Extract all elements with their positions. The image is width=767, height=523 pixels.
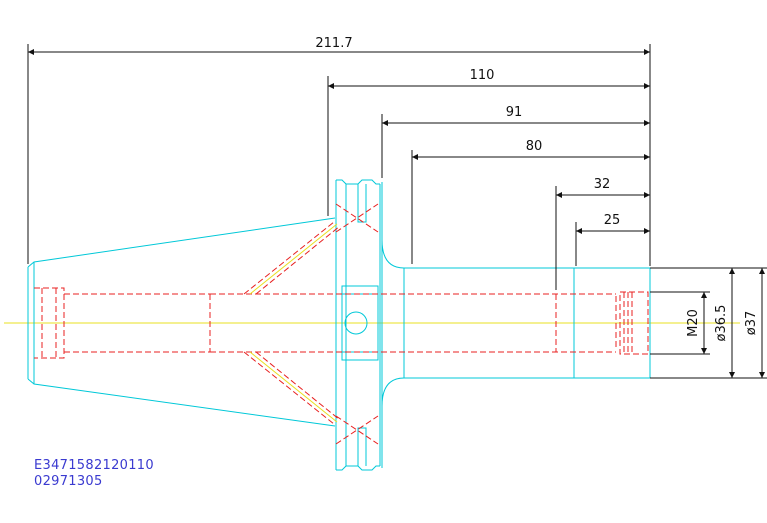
dim-overall-length: 211.7 xyxy=(315,36,352,51)
dim-thread-m20: M20 xyxy=(686,309,701,337)
dim-shank-length: 80 xyxy=(526,139,543,154)
dim-thread-depth: 25 xyxy=(604,213,621,228)
dim-outer-diameter: ø37 xyxy=(744,311,759,336)
coolant-accent xyxy=(249,223,338,423)
dim-bore-diameter: ø36.5 xyxy=(714,305,729,342)
hidden-lines xyxy=(34,203,649,445)
dim-flange-back-to-end: 91 xyxy=(506,105,523,120)
dim-collet-depth: 32 xyxy=(594,177,611,192)
part-code-line2: 02971305 xyxy=(34,474,103,489)
dimension-lines xyxy=(27,44,767,379)
part-code-line1: E3471582120110 xyxy=(34,458,154,473)
dim-flange-to-end: 110 xyxy=(470,68,495,83)
part-outline xyxy=(27,179,651,471)
